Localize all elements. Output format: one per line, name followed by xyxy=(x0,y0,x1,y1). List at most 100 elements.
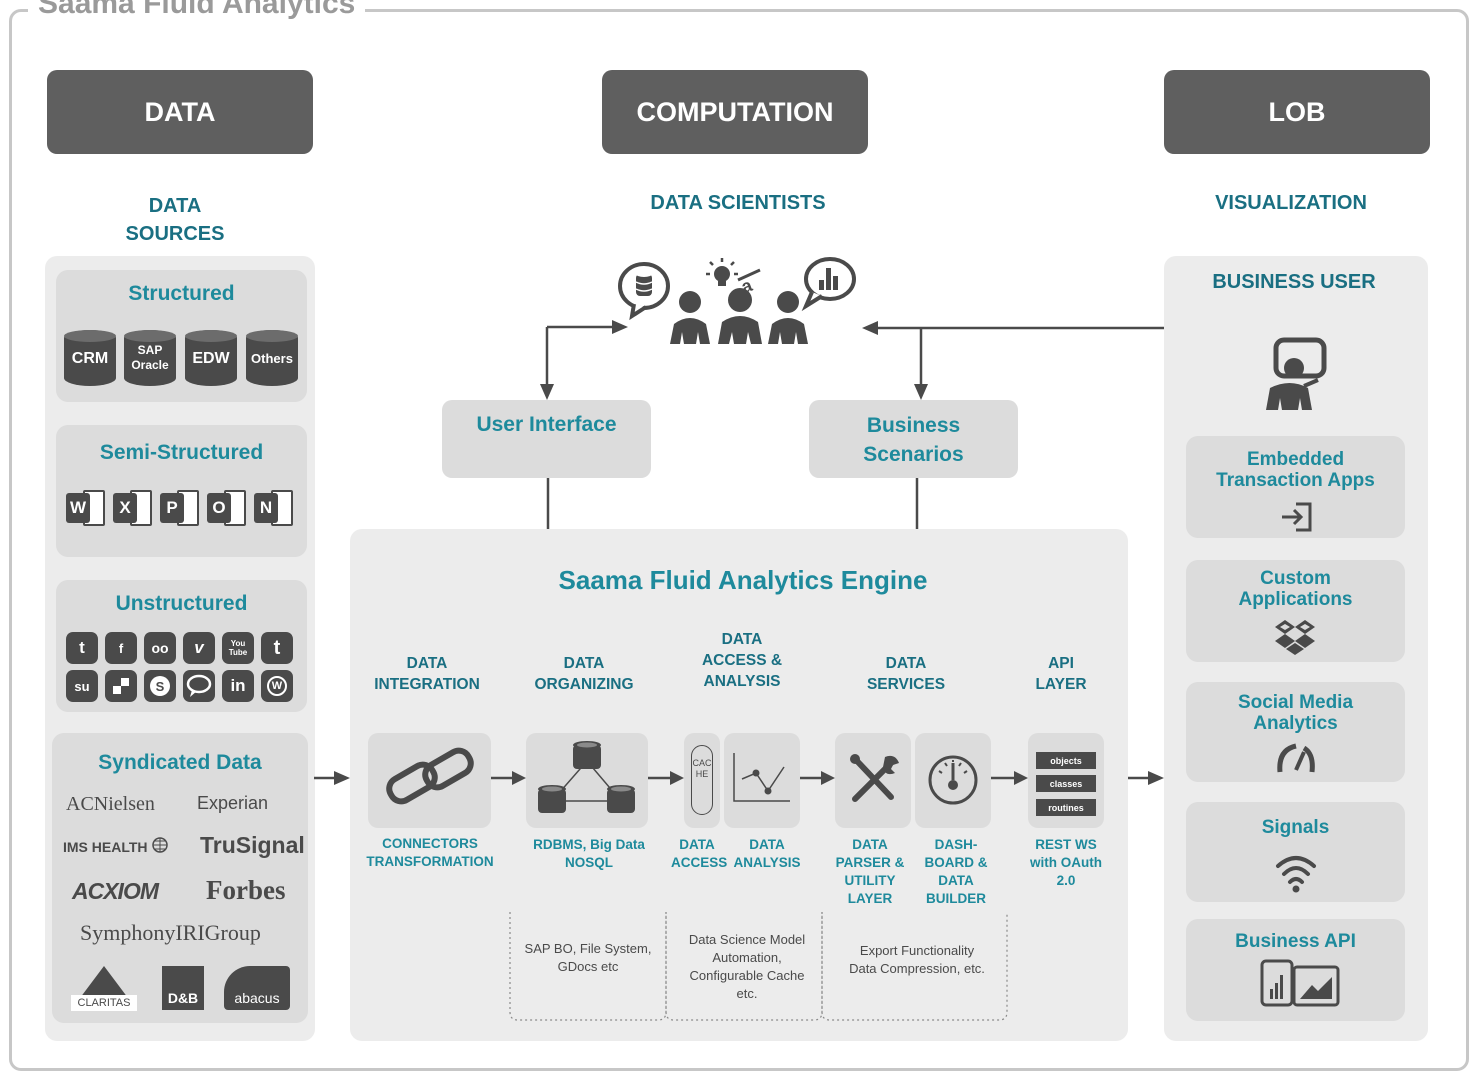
data-analysis-caption: DATA ANALYSIS xyxy=(733,837,801,870)
data-parser-caption: DATA PARSER & UTILITY LAYER xyxy=(835,837,905,906)
computation-column-header: COMPUTATION xyxy=(602,70,868,154)
business-scenarios-box: Business Scenarios xyxy=(809,400,1018,478)
data-access-analysis-heading: DATA ACCESS & ANALYSIS xyxy=(701,631,783,690)
rdbms-caption: RDBMS, Big Data NOSQL xyxy=(533,837,645,870)
tumblr-icon: t xyxy=(261,632,293,664)
unstructured-card: Unstructured t f oo v You Tube t su S in… xyxy=(56,580,307,712)
connectors-caption: CONNECTORS TRANSFORMATION xyxy=(366,836,494,869)
lob-column-header: LOB xyxy=(1164,70,1430,154)
structured-card: Structured CRM SAP Oracle EDW Others xyxy=(56,270,307,402)
data-science-note: Data Science Model Automation, Configura… xyxy=(688,932,806,1001)
dropbox-icon xyxy=(1275,620,1315,655)
symphony-iri-logo: SymphonyIRIGroup xyxy=(80,920,261,945)
login-icon xyxy=(1282,502,1312,532)
analytics-icon xyxy=(1260,959,1340,1007)
dashboard-caption: DASH- BOARD & DATA BUILDER xyxy=(924,837,988,906)
data-scientists-heading: DATA SCIENTISTS xyxy=(650,192,826,214)
skype-icon: S xyxy=(144,670,176,702)
api-layer-heading: API LAYER xyxy=(1035,655,1087,693)
excel-icon: X xyxy=(113,490,153,526)
acxiom-logo: ACXIOM xyxy=(72,878,159,904)
unstructured-title: Unstructured xyxy=(115,592,248,615)
user-interface-box: User Interface xyxy=(442,400,651,478)
data-column-header: DATA xyxy=(47,70,313,154)
outlook-icon: O xyxy=(207,490,247,526)
user-interface-label: User Interface xyxy=(476,413,617,436)
gauge-icon xyxy=(928,755,978,805)
business-api-card: Business API xyxy=(1186,919,1405,1021)
semi-structured-title: Semi-Structured xyxy=(99,441,264,464)
classes-chip: classes xyxy=(1036,775,1096,792)
syndicated-title: Syndicated Data xyxy=(98,751,262,774)
analysis-box xyxy=(724,733,800,828)
delicious-icon xyxy=(105,670,137,702)
embedded-apps-label: Embedded Transaction Apps xyxy=(1216,449,1375,491)
export-note: Export Functionality Data Compression, e… xyxy=(849,943,985,976)
powerpoint-icon: P xyxy=(160,490,200,526)
semi-structured-card: Semi-Structured W X P O N xyxy=(56,425,307,557)
speedometer-icon xyxy=(1277,743,1315,773)
forbes-logo: Forbes xyxy=(206,875,286,905)
network-db-icon xyxy=(538,741,635,813)
vimeo-icon: v xyxy=(183,632,215,664)
sap-oracle-db-icon: SAP Oracle xyxy=(124,330,176,386)
line-chart-icon xyxy=(733,753,790,802)
claritas-logo: CLARITAS xyxy=(71,995,137,1011)
connectors-box xyxy=(368,733,491,828)
parser-box xyxy=(835,733,911,828)
others-db-icon: Others xyxy=(246,330,298,386)
engine-title: Saama Fluid Analytics Engine xyxy=(558,565,928,595)
rest-ws-caption: REST WS with OAuth 2.0 xyxy=(1030,837,1102,888)
business-api-label: Business API xyxy=(1235,931,1356,952)
flickr-icon: oo xyxy=(144,632,176,664)
custom-apps-label: Custom Applications xyxy=(1238,568,1353,610)
api-box: objects classes routines xyxy=(1028,733,1104,828)
ims-health-logo: IMS HEALTH xyxy=(63,839,148,855)
cache-box: CACHE xyxy=(684,733,720,828)
wifi-icon xyxy=(1276,856,1316,893)
frame-title: Saama Fluid Analytics xyxy=(28,0,366,22)
business-user-heading: BUSINESS USER xyxy=(1212,271,1376,293)
data-services-heading: DATA SERVICES xyxy=(866,655,946,693)
youtube-icon: You Tube xyxy=(222,632,254,664)
data-scientists-group-icon: a xyxy=(618,257,856,344)
sap-bo-note: SAP BO, File System, GDocs etc xyxy=(524,941,652,974)
crm-db-icon: CRM xyxy=(64,330,116,386)
data-sources-heading: DATA SOURCES xyxy=(125,195,225,245)
chat-bubble-icon xyxy=(183,670,215,702)
outer-frame xyxy=(9,9,1469,1071)
cache-label: CACHE xyxy=(691,745,713,815)
dashboard-box xyxy=(915,733,991,828)
data-organizing-heading: DATA ORGANIZING xyxy=(534,655,634,693)
tools-icon xyxy=(850,754,899,802)
globe-icon xyxy=(152,837,168,856)
dnb-logo: D&B xyxy=(162,966,204,1010)
user-screen-icon xyxy=(1266,337,1327,410)
foursquare-icon: f xyxy=(105,632,137,664)
signals-label: Signals xyxy=(1261,817,1330,838)
embedded-apps-card: Embedded Transaction Apps xyxy=(1186,436,1405,538)
data-access-caption: DATA ACCESS xyxy=(671,837,728,870)
custom-apps-card: Custom Applications xyxy=(1186,560,1405,662)
social-media-label: Social Media Analytics xyxy=(1237,692,1354,734)
routines-chip: routines xyxy=(1036,799,1096,816)
twitter-icon: t xyxy=(66,632,98,664)
word-icon: W xyxy=(66,490,106,526)
syndicated-card: Syndicated Data ACNielsen Experian IMS H… xyxy=(52,733,308,1023)
wordpress-icon: W xyxy=(261,670,293,702)
chain-link-icon xyxy=(386,747,474,805)
stumbleupon-icon: su xyxy=(66,670,98,702)
onenote-icon: N xyxy=(254,490,294,526)
experian-logo: Experian xyxy=(197,793,269,813)
structured-title: Structured xyxy=(128,282,235,305)
social-media-card: Social Media Analytics xyxy=(1186,682,1405,782)
acnielsen-logo: ACNielsen xyxy=(66,793,155,815)
trusignal-logo: TruSignal xyxy=(200,832,305,858)
linkedin-icon: in xyxy=(222,670,254,702)
business-scenarios-label: Business Scenarios xyxy=(863,414,964,466)
visualization-heading: VISUALIZATION xyxy=(1215,192,1367,214)
objects-chip: objects xyxy=(1036,752,1096,769)
edw-db-icon: EDW xyxy=(185,330,237,386)
